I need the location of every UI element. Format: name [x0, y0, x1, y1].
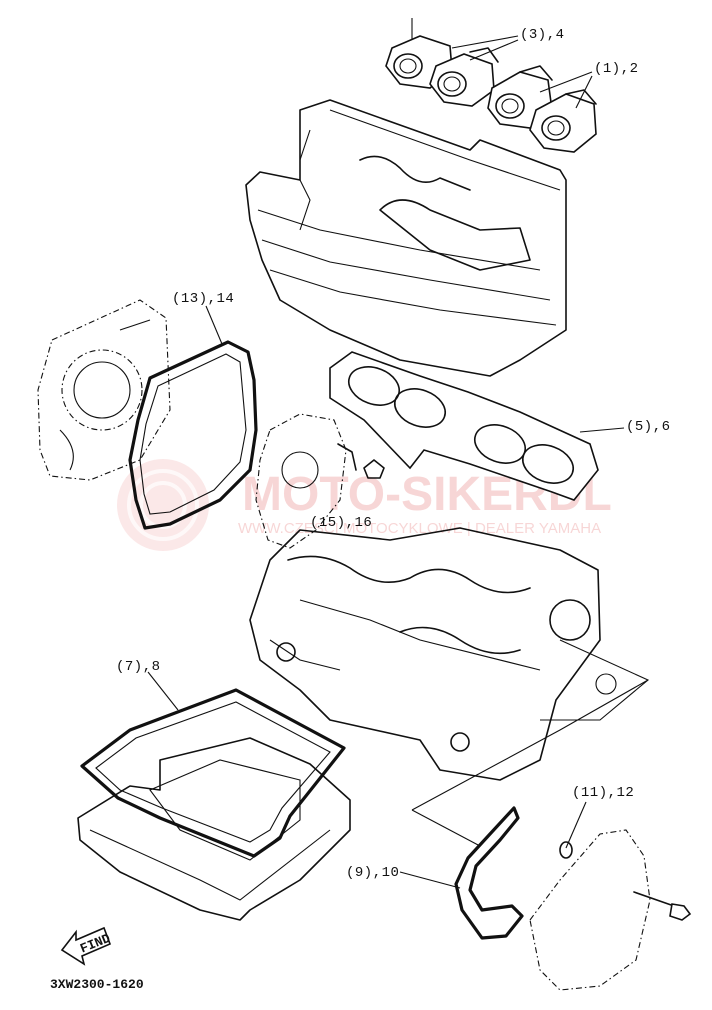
crankcase-cover-right	[529, 829, 651, 991]
cover-gasket-left	[128, 340, 258, 530]
callout-cover-gasket-left: (13),14	[172, 291, 234, 307]
head-gasket	[329, 351, 599, 501]
callout-bolt-gasket: (11),12	[572, 785, 634, 801]
diagram-code: 3XW2300-1620	[50, 977, 144, 992]
oil-pan-gasket	[80, 688, 346, 858]
cylinder-head	[245, 99, 567, 377]
callout-oil-pan-gasket: (7),8	[116, 659, 161, 675]
bolt-gasket	[559, 841, 573, 859]
callout-intake-joint-lower: (1),2	[594, 61, 639, 77]
cover-bolt	[633, 891, 692, 921]
cover-gasket-right	[454, 806, 524, 940]
find-arrow-icon: FIND	[60, 926, 113, 966]
intake-joint-upper-pair	[385, 18, 499, 107]
leader-lines	[147, 35, 625, 889]
timing-cover	[255, 413, 357, 549]
alignment-lines	[411, 679, 649, 847]
oil-pan	[77, 737, 351, 921]
small-gasket	[363, 459, 385, 479]
callout-cover-gasket-right: (9),10	[346, 865, 399, 881]
watermark-logo-icon	[117, 459, 209, 551]
callout-head-gasket: (5),6	[626, 419, 671, 435]
callout-intake-joint-upper: (3),4	[520, 27, 565, 43]
callout-small-gasket: (15),16	[310, 515, 372, 531]
crankcase	[249, 527, 650, 781]
find-label: FIND	[78, 931, 113, 957]
crankcase-cover-left	[37, 299, 171, 481]
intake-joint-lower-pair	[487, 65, 597, 153]
